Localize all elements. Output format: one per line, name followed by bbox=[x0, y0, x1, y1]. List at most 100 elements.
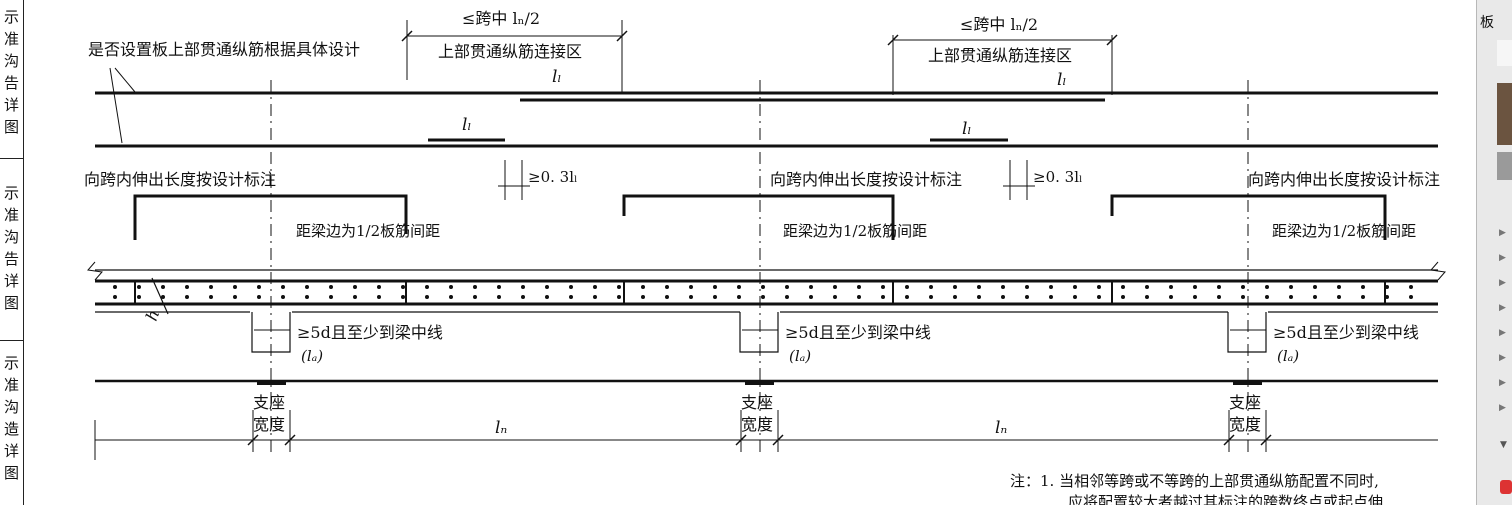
chevron-right-icon[interactable]: ▶ bbox=[1499, 303, 1506, 313]
anchor-label: ≥5d且至少到梁中线 bbox=[1273, 323, 1419, 342]
sidebar-char: 详 bbox=[3, 96, 19, 114]
rebar-dot bbox=[1025, 295, 1029, 299]
rebar-dot bbox=[809, 295, 813, 299]
note-line-1: 注：1. 当相邻等跨或不等跨的上部贯通纵筋配置不同时, bbox=[1010, 472, 1379, 490]
rebar-dot bbox=[1361, 285, 1365, 289]
sidebar-char: 准 bbox=[3, 30, 19, 48]
rebar-dot bbox=[1289, 285, 1293, 289]
avatar[interactable] bbox=[1497, 83, 1512, 145]
rebar-dot bbox=[1121, 295, 1125, 299]
sidebar-group-3[interactable]: 示 准 沟 造 详 图 bbox=[0, 342, 23, 505]
rebar-dot bbox=[401, 285, 405, 289]
chevron-right-icon[interactable]: ▶ bbox=[1499, 328, 1506, 338]
extend-label-1: 向跨内伸出长度按设计标注 bbox=[84, 170, 276, 189]
rebar-dot bbox=[1097, 295, 1101, 299]
rebar-dot bbox=[1409, 295, 1413, 299]
rebar-dot bbox=[1001, 285, 1005, 289]
anchor-symbol: (lₐ) bbox=[789, 347, 811, 365]
rebar-dot bbox=[1361, 295, 1365, 299]
rebar-dot bbox=[689, 285, 693, 289]
rebar-dot bbox=[1193, 285, 1197, 289]
sidebar-char: 准 bbox=[3, 376, 19, 394]
reinforcement-drawing: 是否设置板上部贯通纵筋根据具体设计 ≤跨中 lₙ/2 上部贯通纵筋连接区 ≤跨中… bbox=[84, 9, 1446, 509]
rebar-dot bbox=[137, 295, 141, 299]
rebar-dot bbox=[1049, 285, 1053, 289]
rebar-dot bbox=[689, 295, 693, 299]
panel-field[interactable] bbox=[1497, 40, 1512, 66]
chevron-right-icon[interactable]: ▶ bbox=[1499, 353, 1506, 363]
chevron-right-icon[interactable]: ▶ bbox=[1499, 253, 1506, 263]
sidebar-char: 示 bbox=[3, 184, 19, 202]
dim-tick bbox=[887, 34, 899, 46]
rebar-dot bbox=[881, 295, 885, 299]
chevron-right-icon[interactable]: ▶ bbox=[1499, 228, 1506, 238]
rebar-dot bbox=[521, 295, 525, 299]
rebar-dot bbox=[425, 295, 429, 299]
rebar-dot bbox=[305, 285, 309, 289]
distribution-bars bbox=[113, 285, 1413, 299]
sidebar-char: 沟 bbox=[3, 398, 19, 416]
app-icon[interactable] bbox=[1500, 480, 1512, 494]
rebar-dot bbox=[1073, 295, 1077, 299]
sidebar-char: 准 bbox=[3, 206, 19, 224]
rebar-dot bbox=[185, 295, 189, 299]
span-label: lₙ bbox=[495, 418, 507, 438]
rebar-dot bbox=[569, 285, 573, 289]
edge-distance-label: 距梁边为1/2板筋间距 bbox=[1272, 222, 1416, 240]
rebar-dot bbox=[1313, 295, 1317, 299]
chevron-right-icon[interactable]: ▶ bbox=[1499, 278, 1506, 288]
rebar-dot bbox=[1385, 285, 1389, 289]
extend-label-2: 向跨内伸出长度按设计标注 bbox=[770, 170, 962, 189]
rebar-dot bbox=[449, 285, 453, 289]
extend-label-3: 向跨内伸出长度按设计标注 bbox=[1248, 170, 1440, 189]
rebar-dot bbox=[833, 295, 837, 299]
rebar-dot bbox=[233, 285, 237, 289]
rebar-dot bbox=[1241, 295, 1245, 299]
rebar-dot bbox=[593, 285, 597, 289]
rebar-dot bbox=[1241, 285, 1245, 289]
sidebar-char: 图 bbox=[3, 464, 19, 482]
rebar-dot bbox=[593, 295, 597, 299]
rebar-dot bbox=[329, 285, 333, 289]
edge-distance-label: 距梁边为1/2板筋间距 bbox=[783, 222, 927, 240]
sidebar-group-1[interactable]: 示 准 沟 告 详 图 bbox=[0, 0, 23, 159]
rebar-dot bbox=[545, 295, 549, 299]
rebar-dot bbox=[1337, 295, 1341, 299]
rebar-dot bbox=[113, 285, 117, 289]
sidebar-char: 示 bbox=[3, 8, 19, 26]
leader-line bbox=[109, 67, 123, 144]
rebar-dot bbox=[809, 285, 813, 289]
rebar-dot bbox=[929, 285, 933, 289]
rebar-dot bbox=[281, 295, 285, 299]
lap-length-label: lₗ bbox=[462, 115, 472, 135]
rebar-dot bbox=[881, 285, 885, 289]
beam-support-1 bbox=[251, 312, 291, 353]
rebar-dot bbox=[713, 295, 717, 299]
rebar-dot bbox=[905, 295, 909, 299]
chevron-right-icon[interactable]: ▶ bbox=[1499, 403, 1506, 413]
rebar-dot bbox=[425, 285, 429, 289]
rebar-dot bbox=[521, 285, 525, 289]
rebar-dot bbox=[1169, 295, 1173, 299]
sidebar-char: 示 bbox=[3, 354, 19, 372]
splice-zone-label-2: 上部贯通纵筋连接区 bbox=[928, 46, 1072, 65]
drawing-canvas: 是否设置板上部贯通纵筋根据具体设计 ≤跨中 lₙ/2 上部贯通纵筋连接区 ≤跨中… bbox=[24, 0, 1476, 509]
rebar-dot bbox=[257, 285, 261, 289]
rebar-dot bbox=[1265, 285, 1269, 289]
rebar-dot bbox=[449, 295, 453, 299]
sidebar-group-2[interactable]: 示 准 沟 告 详 图 bbox=[0, 160, 23, 341]
sidebar-char: 告 bbox=[3, 74, 19, 92]
rebar-dot bbox=[761, 285, 765, 289]
panel-search-tab[interactable] bbox=[1497, 152, 1512, 180]
rebar-dot bbox=[497, 285, 501, 289]
break-mark bbox=[87, 261, 103, 281]
rebar-dot bbox=[497, 295, 501, 299]
rebar-dot bbox=[305, 295, 309, 299]
sidebar-char: 造 bbox=[3, 420, 19, 438]
sidebar-char: 沟 bbox=[3, 52, 19, 70]
chevron-right-icon[interactable]: ▶ bbox=[1499, 378, 1506, 388]
anchor-label: ≥5d且至少到梁中线 bbox=[297, 323, 443, 342]
rebar-dot bbox=[545, 285, 549, 289]
scroll-down-icon[interactable]: ▼ bbox=[1500, 440, 1507, 450]
rebar-dot bbox=[1001, 295, 1005, 299]
